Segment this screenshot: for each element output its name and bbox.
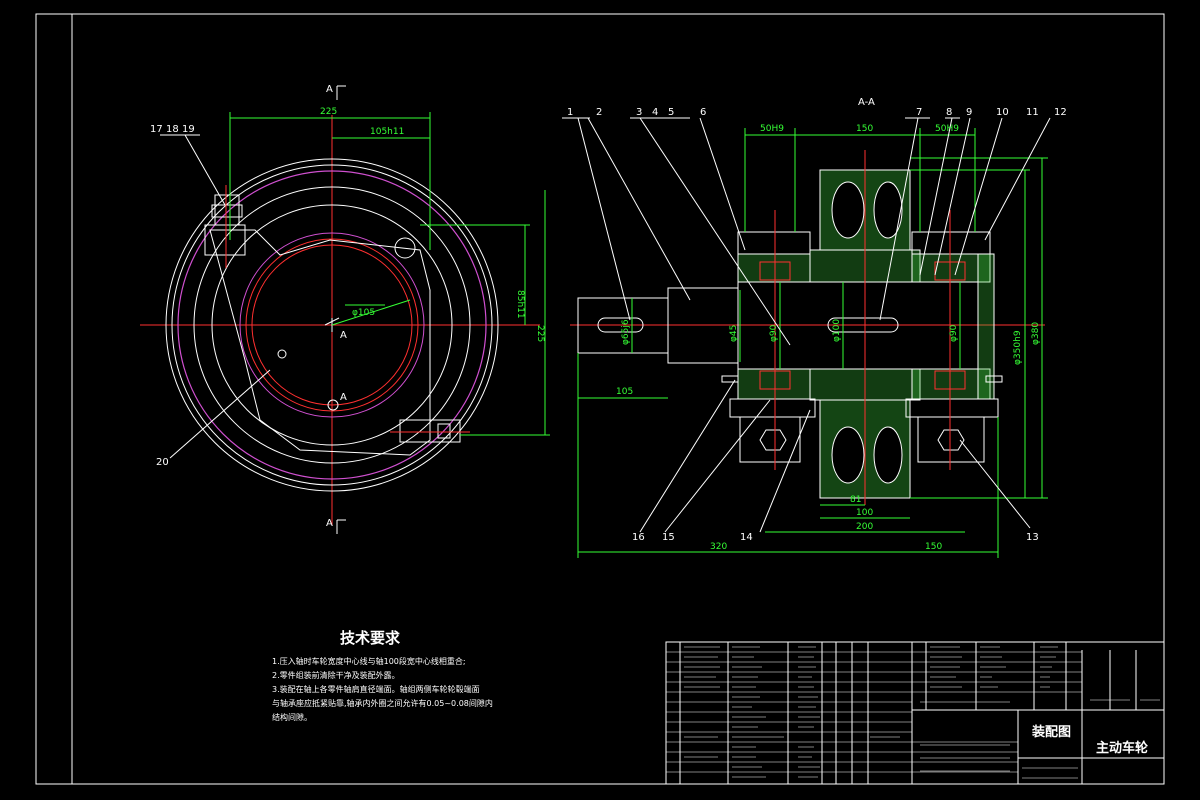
dim-200: 200 <box>856 522 873 532</box>
section-mark-center: A <box>340 330 347 341</box>
dim-320: 320 <box>710 542 727 552</box>
dim-150-top: 150 <box>856 124 873 134</box>
section-mark-lower: A <box>340 392 347 403</box>
dim-85h11: 85h11 <box>515 290 525 319</box>
dim-90-a: φ90 <box>769 324 779 342</box>
tech-title: 技术要求 <box>340 629 401 647</box>
tech-line: 1.压入轴时车轮宽度中心线与轴100段宽中心线相重合; <box>272 656 466 666</box>
dim-350h9: φ350h9 <box>1013 330 1023 365</box>
part-label-9: 9 <box>966 107 972 118</box>
part-label-11: 11 <box>1026 107 1039 118</box>
part-label-2: 2 <box>596 107 602 118</box>
drawing-type: 装配图 <box>1031 724 1071 740</box>
parts-list <box>665 641 1165 785</box>
part-label-3: 3 <box>636 107 642 118</box>
part-label-1: 1 <box>567 107 573 118</box>
dim-100: 100 <box>856 508 873 518</box>
part-label-13: 13 <box>1026 532 1039 543</box>
dim-380: φ380 <box>1031 322 1041 345</box>
dim-105-left: 105 <box>616 387 633 397</box>
section-view <box>562 117 1051 558</box>
part-label-14: 14 <box>740 532 753 543</box>
dim-105-dia: φ105 <box>352 308 375 318</box>
drawing-frame <box>71 13 1165 785</box>
part-label-15: 15 <box>662 532 675 543</box>
dim-150-bottom: 150 <box>925 542 942 552</box>
tech-line: 3.装配在轴上各零件轴肩直径端面。轴组两侧车轮轮毂端面 <box>272 684 480 694</box>
part-label-12: 12 <box>1054 107 1067 118</box>
section-title: A-A <box>858 97 875 108</box>
tech-line: 2.零件组装前清除干净及装配外露。 <box>272 670 400 680</box>
dim-50h9-b: 50H9 <box>935 124 959 134</box>
part-label-16: 16 <box>632 532 645 543</box>
part-label-7: 7 <box>916 107 922 118</box>
dim-90-b: φ90 <box>949 324 959 342</box>
part-label-5: 5 <box>668 107 674 118</box>
tech-line: 与轴承座应抵紧贴靠,轴承内外圈之间允许有0.05~0.08间隙内 <box>272 698 493 708</box>
dim-65: φ65j6 <box>621 319 631 345</box>
dim-45: φ45 <box>729 325 739 342</box>
part-label-4: 4 <box>652 107 658 118</box>
dim-225-top: 225 <box>320 107 337 117</box>
dim-50h9-a: 50H9 <box>760 124 784 134</box>
part-label-17: 17 <box>150 124 163 135</box>
dim-100-b: φ100 <box>832 319 842 342</box>
left-view <box>140 85 550 534</box>
dim-81: 81 <box>850 495 861 505</box>
dim-105h11: 105h11 <box>370 127 404 137</box>
part-label-10: 10 <box>996 107 1009 118</box>
section-mark-top: A <box>326 84 333 95</box>
dim-225-right: 225 <box>535 325 545 342</box>
part-label-20: 20 <box>156 457 169 468</box>
part-label-18: 18 <box>166 124 179 135</box>
part-name: 主动车轮 <box>1096 740 1148 756</box>
part-label-8: 8 <box>946 107 952 118</box>
part-label-6: 6 <box>700 107 706 118</box>
tech-line: 结构间隙。 <box>272 712 312 722</box>
section-mark-bottom: A <box>326 518 333 529</box>
part-label-19: 19 <box>182 124 195 135</box>
